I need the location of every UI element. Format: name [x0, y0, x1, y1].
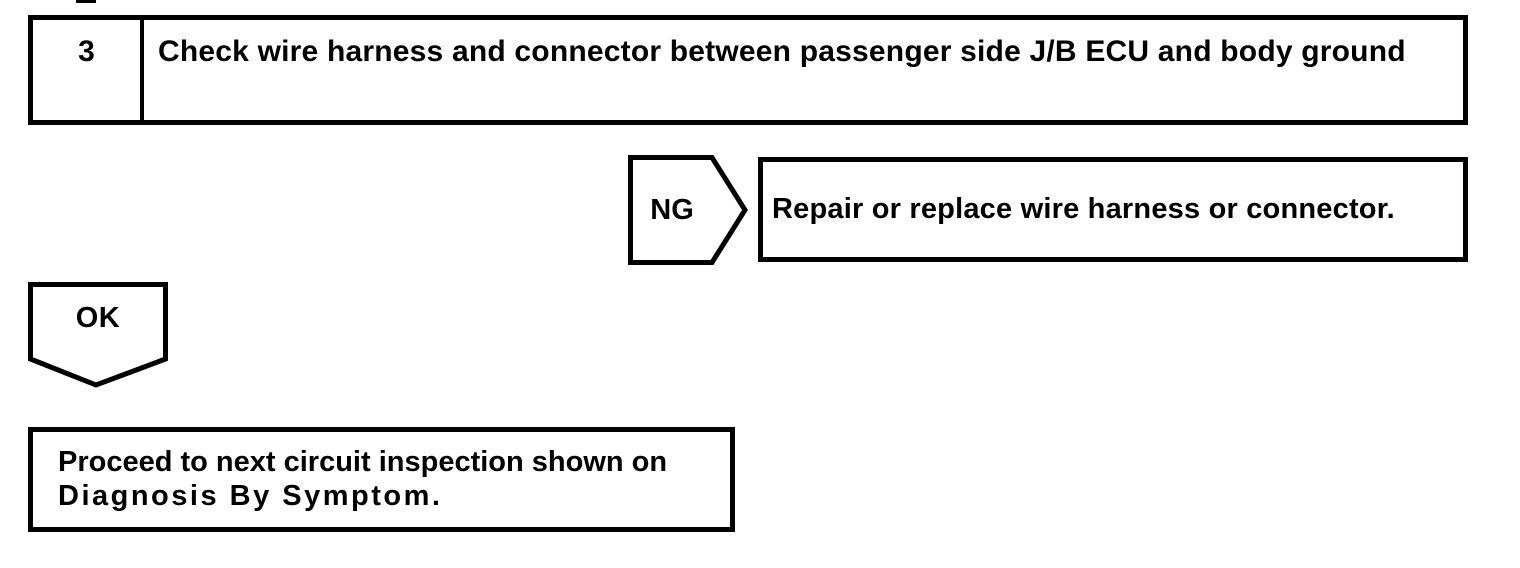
ng-action-text: Repair or replace wire harness or connec… — [772, 193, 1395, 225]
ok-action-text-line1: Proceed to next circuit inspection shown… — [58, 446, 668, 478]
ng-action-box: Repair or replace wire harness or connec… — [758, 157, 1468, 262]
ok-action-text-line2: Diagnosis By Symptom. — [58, 480, 443, 512]
step-title: Check wire harness and connector between… — [158, 35, 1406, 68]
scan-artifact — [76, 0, 96, 3]
ok-action-box: Proceed to next circuit inspection shown… — [28, 427, 735, 532]
ng-branch-label: NG — [650, 193, 694, 226]
ok-branch-label: OK — [75, 301, 121, 334]
ok-pentagon-icon — [28, 282, 168, 388]
ng-pentagon-icon — [628, 155, 748, 265]
step-box: 3 Check wire harness and connector betwe… — [28, 15, 1468, 125]
step-number: 3 — [33, 20, 144, 120]
